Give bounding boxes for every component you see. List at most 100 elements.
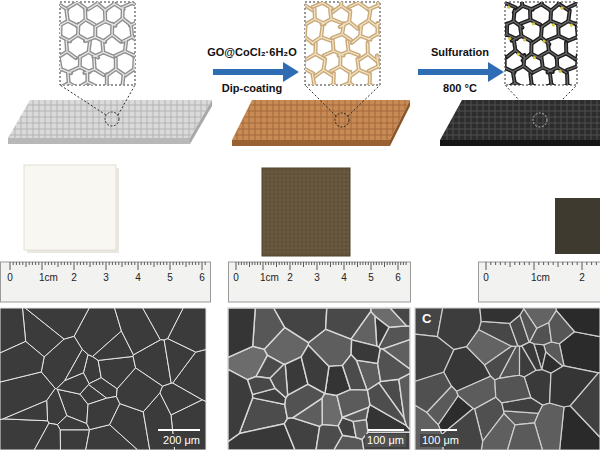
lattice-strut [323,3,332,9]
particle-dot [532,22,535,25]
process-arrow [213,62,504,82]
ruler-tick [406,262,407,265]
ruler-tick [398,262,399,270]
lattice-highlight [331,19,341,23]
lattice-highlight [549,51,558,57]
lattice-strut [134,69,135,74]
lattice-highlight [522,6,532,10]
lattice-highlight [60,36,61,40]
lattice-strut [349,51,359,55]
ruler-tick [379,262,380,265]
lattice-highlight [505,68,515,73]
sem-network [415,308,600,450]
lattice-highlight [530,74,531,85]
lattice-highlight [305,85,314,86]
foam-cell [495,375,531,403]
ruler-tick [35,262,36,265]
lattice-strut [306,54,316,60]
ruler-tick [400,262,401,265]
ruler-tick [389,262,390,265]
scale-label: 200 μm [161,434,202,447]
ruler-tick [333,262,334,265]
particle-dot [507,6,510,9]
lattice-strut [133,50,135,56]
lattice-strut [132,58,135,69]
lattice-highlight [575,53,577,59]
ruler-tick [134,262,135,265]
lattice-highlight [132,3,135,7]
lattice-strut [566,53,575,59]
lattice-highlight [314,8,316,19]
lattice-highlight [359,54,368,60]
ruler-tick [500,262,501,265]
lattice-strut [368,5,378,9]
lattice-highlight [315,54,325,60]
ruler-tick [147,262,148,265]
ruler-tick [317,262,318,270]
ruler-tick [10,262,11,270]
sem-image [0,308,600,450]
lattice-strut [565,74,569,85]
lattice-strut [66,10,67,21]
ruler-tick [362,262,363,265]
lattice-highlight [340,55,341,66]
lattice-highlight [315,70,324,77]
lattice-highlight [97,4,105,11]
ruler-tick [182,262,183,265]
lattice-highlight [125,40,126,51]
lattice-strut [533,68,543,73]
lattice-highlight [524,66,533,73]
lattice-strut [359,3,368,9]
lattice-strut [548,36,558,40]
lattice-highlight [512,36,522,41]
lattice-strut [132,37,135,44]
lattice-strut [522,36,532,41]
ruler-tick [371,262,372,270]
foam-cell [274,308,327,343]
ruler-tick [48,262,49,265]
ruler-tick [290,262,291,270]
lattice-strut [370,85,380,86]
lattice-strut [78,82,88,85]
lattice-strut [555,56,560,67]
lattice-highlight [324,51,334,55]
process-label: 800 °C [443,82,477,95]
lattice-highlight [359,70,369,74]
ruler-tick [54,262,55,265]
lattice-strut [86,20,96,25]
ruler-tick [51,262,52,265]
ruler-tick [154,262,155,267]
ruler-tick [38,262,39,265]
lattice-highlight [377,55,378,66]
lattice-highlight [312,74,314,85]
ruler-tick [395,262,396,265]
lattice-highlight [79,56,81,67]
ruler-tick [279,262,280,265]
lattice-strut [541,4,550,10]
ruler-tick [346,262,347,265]
lattice-highlight [78,82,88,85]
lattice-strut [68,21,78,26]
lattice-strut [541,85,551,86]
process-label: Dip-coating [222,82,283,95]
lattice-highlight [68,2,77,8]
lattice-strut [368,66,378,71]
lattice-highlight [506,24,508,35]
foam-cell [508,423,543,450]
lattice-highlight [134,69,135,74]
ruler-ticks [10,262,596,270]
lattice-strut [64,41,69,52]
lattice-highlight [130,21,135,26]
lattice-highlight [115,51,125,56]
ruler-tick [271,262,272,265]
lattice-highlight [349,22,357,29]
lattice-highlight [122,37,132,42]
lattice-strut [312,3,322,7]
lattice-strut [515,50,523,57]
ruler-tick [381,262,382,265]
lattice-highlight [520,20,530,24]
ruler-tick [236,262,237,270]
ruler-tick [254,262,255,265]
lattice-highlight [114,18,123,25]
lattice-strut [305,68,313,73]
